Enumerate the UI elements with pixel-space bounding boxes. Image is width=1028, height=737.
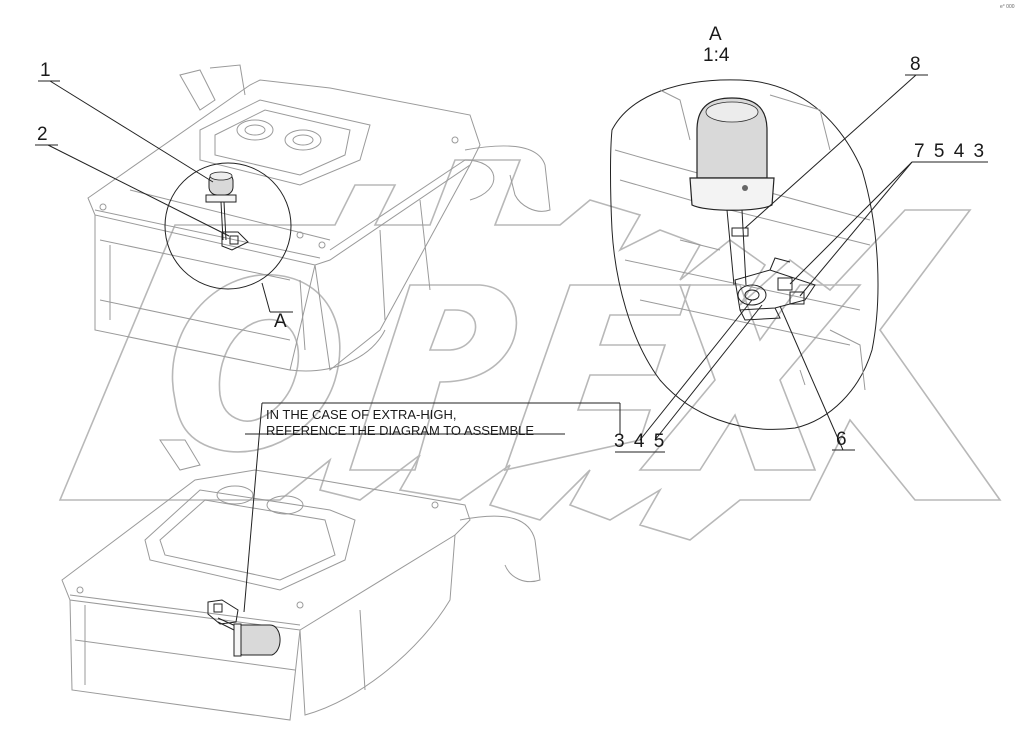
watermark-letter-o xyxy=(171,274,341,453)
top-cab-assembly xyxy=(87,64,551,372)
callout-6: 6 xyxy=(836,429,847,450)
detail-circle-marker xyxy=(164,162,292,290)
beacon-light-detail xyxy=(689,97,816,321)
note-line-2: REFERENCE THE DIAGRAM TO ASSEMBLE xyxy=(266,423,534,438)
opex-watermark xyxy=(58,159,1002,541)
beacon-light-bottom xyxy=(207,599,281,657)
beacon-light-top xyxy=(205,171,249,251)
callout-345: 3 4 5 xyxy=(614,431,666,452)
bottom-cab-assembly xyxy=(61,439,541,721)
callout-2: 2 xyxy=(37,124,48,145)
note-line-1: IN THE CASE OF EXTRA-HIGH, xyxy=(266,407,456,422)
leader-lines xyxy=(35,74,988,613)
detail-view-scale: 1:4 xyxy=(703,45,730,66)
top-roof-outline xyxy=(87,79,481,266)
corner-mark: e° 000 xyxy=(1000,4,1015,10)
detail-view-letter: A xyxy=(709,24,722,45)
detail-view-a xyxy=(610,79,879,430)
detail-view-boundary xyxy=(610,79,879,430)
callout-1: 1 xyxy=(40,60,51,81)
callout-7543: 7 5 4 3 xyxy=(914,141,986,162)
watermark-gear-outline xyxy=(58,159,1002,541)
top-detail-circle xyxy=(164,162,292,313)
callout-8: 8 xyxy=(910,54,921,75)
watermark-letter-p xyxy=(348,284,518,471)
section-marker-a: A xyxy=(274,311,287,332)
watermark-letter-x xyxy=(638,284,862,471)
